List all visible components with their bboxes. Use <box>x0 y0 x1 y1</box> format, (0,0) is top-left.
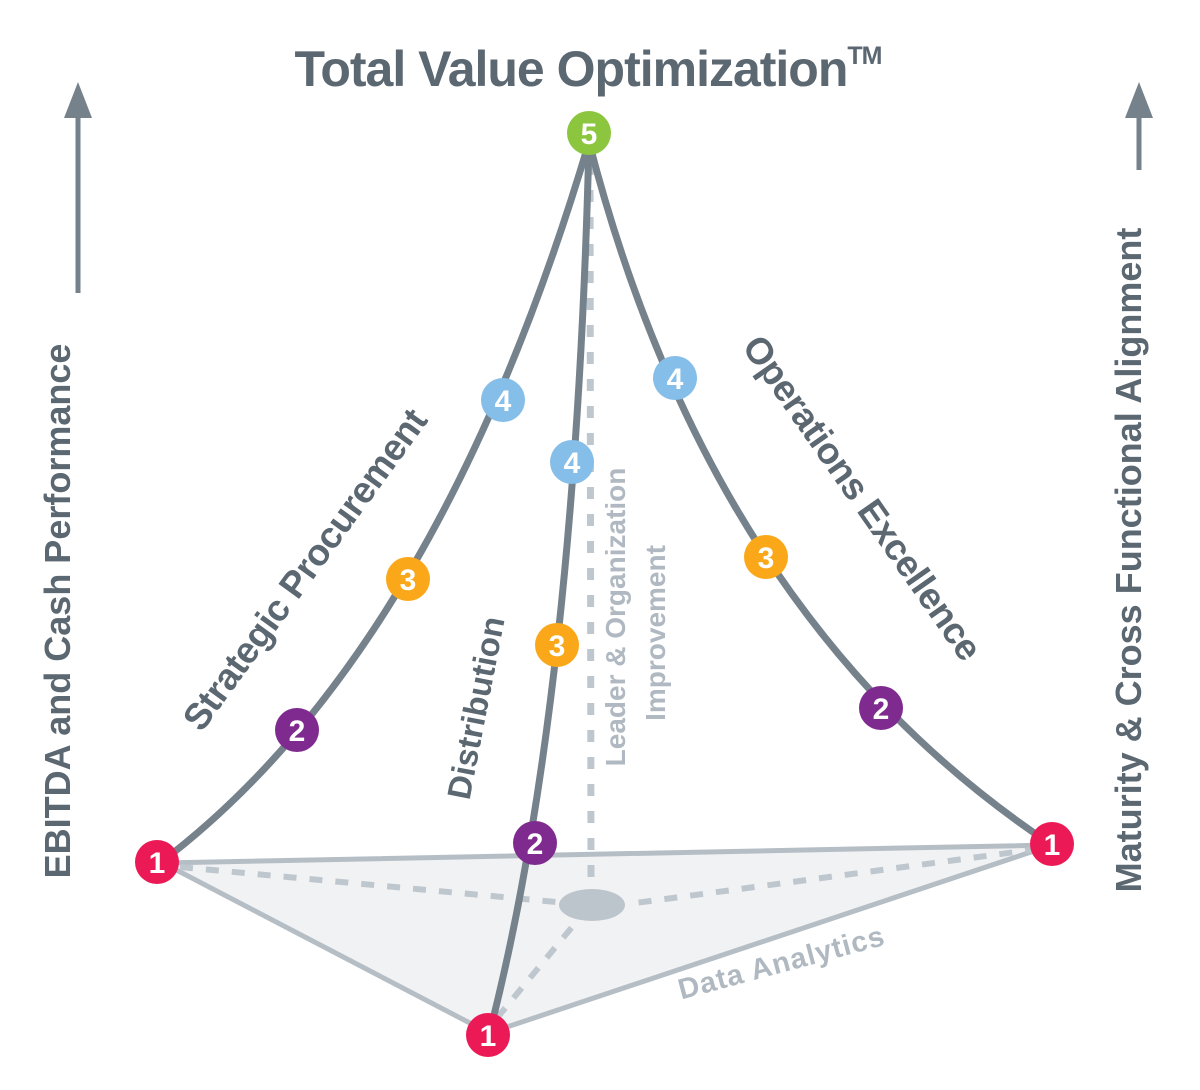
node-circle <box>535 623 579 667</box>
node-value: 5 <box>581 118 598 151</box>
curve-label-operations-excellence: Operations Excellence <box>735 328 990 668</box>
center-axis-label-line1: Leader & Organization <box>600 468 631 767</box>
node-value: 4 <box>564 447 581 480</box>
base-dashed-ray-bottom <box>494 919 580 1020</box>
node-strategic-procurement-1: 1 <box>135 840 179 884</box>
node-circle <box>275 708 319 752</box>
node-strategic-procurement-4: 4 <box>481 378 525 422</box>
base-dashed-ray-left <box>179 864 557 905</box>
node-value: 2 <box>289 715 306 748</box>
center-axis-dashed-line <box>586 162 595 889</box>
node-value: 1 <box>1044 829 1061 862</box>
node-value: 2 <box>873 693 890 726</box>
right-axis-label: Maturity & Cross Functional Alignment <box>1108 228 1149 893</box>
node-circle <box>567 111 611 155</box>
title-main: Total Value Optimization <box>294 41 847 97</box>
node-strategic-procurement-2: 2 <box>275 708 319 752</box>
trademark-superscript: TM <box>847 42 881 70</box>
node-distribution-2: 2 <box>513 821 557 865</box>
node-value: 1 <box>480 1020 497 1053</box>
node-circle <box>653 356 697 400</box>
node-distribution-3: 3 <box>535 623 579 667</box>
node-circle <box>550 440 594 484</box>
page-title: Total Value OptimizationTM <box>294 41 881 97</box>
node-circle <box>386 557 430 601</box>
node-value: 2 <box>527 828 544 861</box>
node-value: 3 <box>549 630 566 663</box>
node-circle <box>744 535 788 579</box>
node-distribution-4: 4 <box>550 440 594 484</box>
node-value: 4 <box>495 385 512 418</box>
node-value: 3 <box>400 564 417 597</box>
left-axis-label: EBITDA and Cash Performance <box>37 344 78 879</box>
right-axis: Maturity & Cross Functional Alignment <box>1108 82 1153 892</box>
curve-label-distribution: Distribution <box>440 613 512 802</box>
up-arrow-head-icon <box>64 82 92 118</box>
node-circle <box>513 821 557 865</box>
pyramid-base <box>160 842 1055 1036</box>
node-operations-excellence-4: 4 <box>653 356 697 400</box>
node-operations-excellence-3: 3 <box>744 535 788 579</box>
node-value: 3 <box>758 542 775 575</box>
center-axis-label-line2: Improvement <box>640 545 671 721</box>
node-value: 4 <box>667 363 684 396</box>
curve-operations-excellence <box>585 138 1056 849</box>
node-circle <box>859 686 903 730</box>
node-apex-5: 5 <box>567 111 611 155</box>
node-value: 1 <box>149 847 166 880</box>
left-axis: EBITDA and Cash Performance <box>37 82 92 878</box>
up-arrow-head-icon <box>1125 82 1153 118</box>
node-distribution-1: 1 <box>466 1013 510 1057</box>
node-circle <box>466 1013 510 1057</box>
base-dashed-ray-right <box>627 846 1039 907</box>
node-strategic-procurement-3: 3 <box>386 557 430 601</box>
node-circle <box>135 840 179 884</box>
node-circle <box>481 378 525 422</box>
node-circle <box>1030 822 1074 866</box>
node-operations-excellence-1: 1 <box>1030 822 1074 866</box>
base-center-ellipse <box>559 889 625 921</box>
node-operations-excellence-2: 2 <box>859 686 903 730</box>
